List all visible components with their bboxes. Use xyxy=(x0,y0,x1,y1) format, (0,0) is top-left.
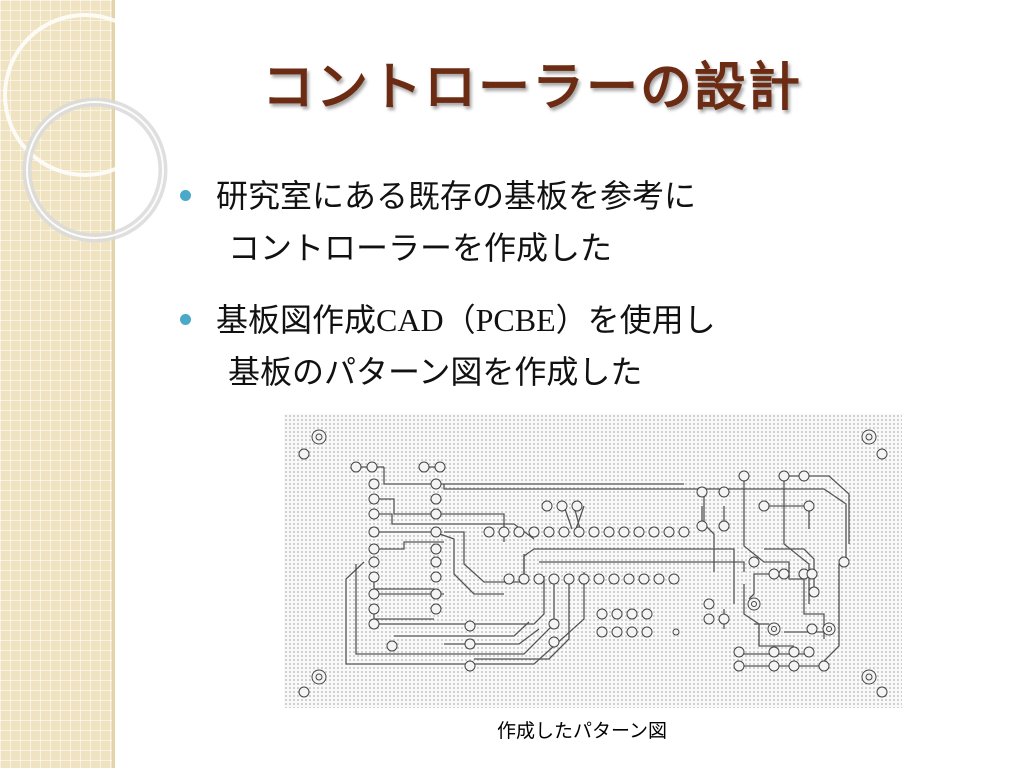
pcb-pattern-svg xyxy=(298,429,888,698)
decorative-rings xyxy=(3,13,168,243)
decorative-side-band xyxy=(0,0,115,768)
bullet-1-line-2: コントローラーを作成した xyxy=(228,229,613,267)
bullet-2-line-1-part-b: を使用し xyxy=(587,301,716,339)
pcb-pattern-diagram xyxy=(284,414,902,708)
bullet-2-line-1: 基板図作成CAD（PCBE）を使用し xyxy=(180,294,716,346)
figure-caption: 作成したパターン図 xyxy=(496,720,668,742)
bullet-2-line-2: 基板のパターン図を作成した xyxy=(228,353,643,391)
pcb-traces xyxy=(345,466,850,667)
bullet-dot-icon xyxy=(180,314,191,325)
bullet-2-line-1-latin: CAD（PCBE） xyxy=(376,302,588,338)
slide-title: コントローラーの設計 xyxy=(262,57,803,118)
bullet-item-2: 基板図作成CAD（PCBE）を使用し 基板のパターン図を作成した xyxy=(180,294,716,398)
bullet-1-line-1: 研究室にある既存の基板を参考に xyxy=(216,177,697,215)
bullet-2-line-1-part-a: 基板図作成 xyxy=(216,301,377,339)
bullet-dot-icon xyxy=(180,190,191,201)
bullet-item-1: 研究室にある既存の基板を参考に コントローラーを作成した xyxy=(180,170,696,274)
pcb-pads xyxy=(298,429,888,698)
